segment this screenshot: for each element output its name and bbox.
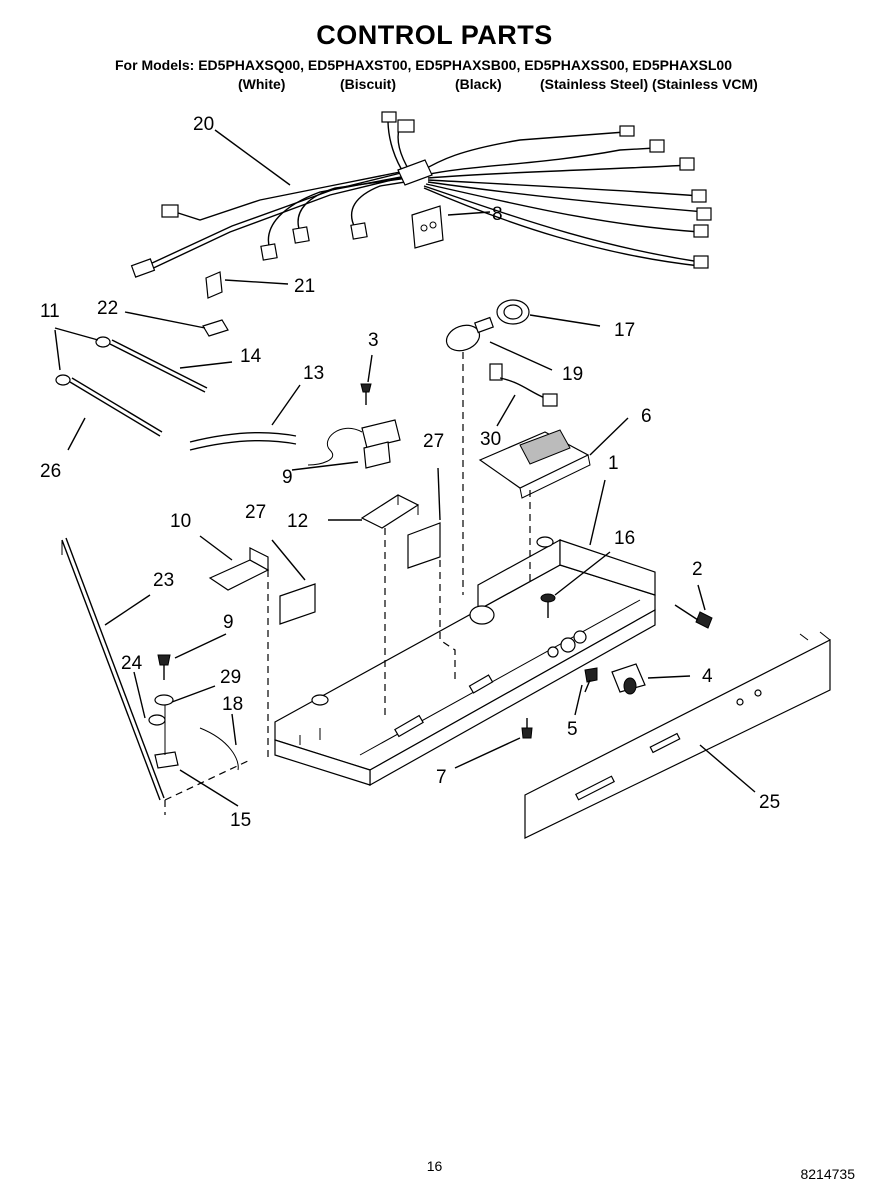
- callout-29: 29: [220, 667, 241, 688]
- callout-2: 2: [692, 559, 703, 580]
- callout-23: 23: [153, 570, 174, 591]
- color-black: (Black): [455, 76, 502, 92]
- part-15-hinge: [154, 705, 179, 769]
- models-line: For Models: ED5PHAXSQ00, ED5PHAXST00, ED…: [115, 57, 732, 73]
- callout-19: 19: [562, 364, 583, 385]
- callout-27b: 27: [245, 502, 266, 523]
- callout-7: 7: [436, 767, 447, 788]
- assembly-line-6: [439, 560, 456, 680]
- callout-9b: 9: [223, 612, 234, 633]
- callout-12: 12: [287, 511, 308, 532]
- part-4-knob: [611, 663, 646, 695]
- callout-22: 22: [97, 298, 118, 319]
- wire-harness: [130, 111, 712, 278]
- callout-16: 16: [614, 528, 635, 549]
- callout-18: 18: [222, 694, 243, 715]
- callout-6: 6: [641, 406, 652, 427]
- callout-3: 3: [368, 330, 379, 351]
- part-14-rod: [109, 339, 208, 393]
- page-number: 16: [426, 1158, 443, 1174]
- part-11-grommets: [55, 336, 111, 386]
- part-25-panel: [524, 631, 831, 839]
- part-5-screw: [584, 667, 598, 693]
- part-24-washer: [148, 714, 166, 726]
- part-22-clip: [202, 319, 229, 337]
- part-30-harness: [489, 363, 558, 407]
- callout-30: 30: [480, 429, 501, 450]
- callout-20: 20: [193, 114, 214, 135]
- color-biscuit: (Biscuit): [340, 76, 396, 92]
- callout-10: 10: [170, 511, 191, 532]
- callout-21: 21: [294, 276, 315, 297]
- callout-15: 15: [230, 810, 251, 831]
- part-29-washer: [154, 694, 174, 706]
- callout-17: 17: [614, 320, 635, 341]
- part-26-rod: [69, 377, 163, 437]
- assembly-line-5: [164, 759, 251, 815]
- part-10-bracket: [208, 547, 270, 591]
- part-9-sensor: [307, 419, 401, 469]
- leader-lines: [54, 129, 756, 807]
- part-13-tube: [189, 431, 297, 451]
- part-7-screw: [521, 718, 533, 739]
- part-1-control-housing: [274, 536, 656, 787]
- part-2-screw: [674, 604, 713, 629]
- callout-8: 8: [492, 204, 503, 225]
- part-8-bracket: [411, 205, 444, 249]
- part-17-socket: [496, 299, 530, 325]
- part-18-wire: [199, 727, 239, 771]
- callout-4: 4: [702, 666, 713, 687]
- part-16-screw: [540, 593, 556, 618]
- part-9b-screw: [157, 654, 171, 680]
- part-23-rod: [61, 537, 165, 801]
- part-3-screw: [360, 383, 372, 405]
- callout-14: 14: [240, 346, 262, 367]
- part-27-labels: [279, 522, 441, 625]
- callout-13: 13: [303, 363, 324, 384]
- callout-26: 26: [40, 461, 61, 482]
- color-white: (White): [238, 76, 286, 92]
- part-12-bracket: [360, 494, 420, 529]
- part-6-control-board: [478, 429, 591, 499]
- callout-1: 1: [608, 453, 619, 474]
- page-title: CONTROL PARTS: [316, 20, 553, 50]
- part-19-bulb: [445, 316, 494, 352]
- callout-5: 5: [567, 719, 578, 740]
- callout-numbers: 20 8 21 11 22 14 3 13 17 19 26 9 27 30 6…: [40, 114, 780, 831]
- callout-25: 25: [759, 792, 780, 813]
- document-number: 8214735: [800, 1166, 855, 1182]
- color-stainless: (Stainless Steel) (Stainless VCM): [540, 76, 758, 92]
- callout-24: 24: [121, 653, 143, 674]
- callout-11: 11: [40, 301, 60, 322]
- callout-27: 27: [423, 431, 444, 452]
- part-21-clip: [205, 271, 223, 299]
- callout-9: 9: [282, 467, 293, 488]
